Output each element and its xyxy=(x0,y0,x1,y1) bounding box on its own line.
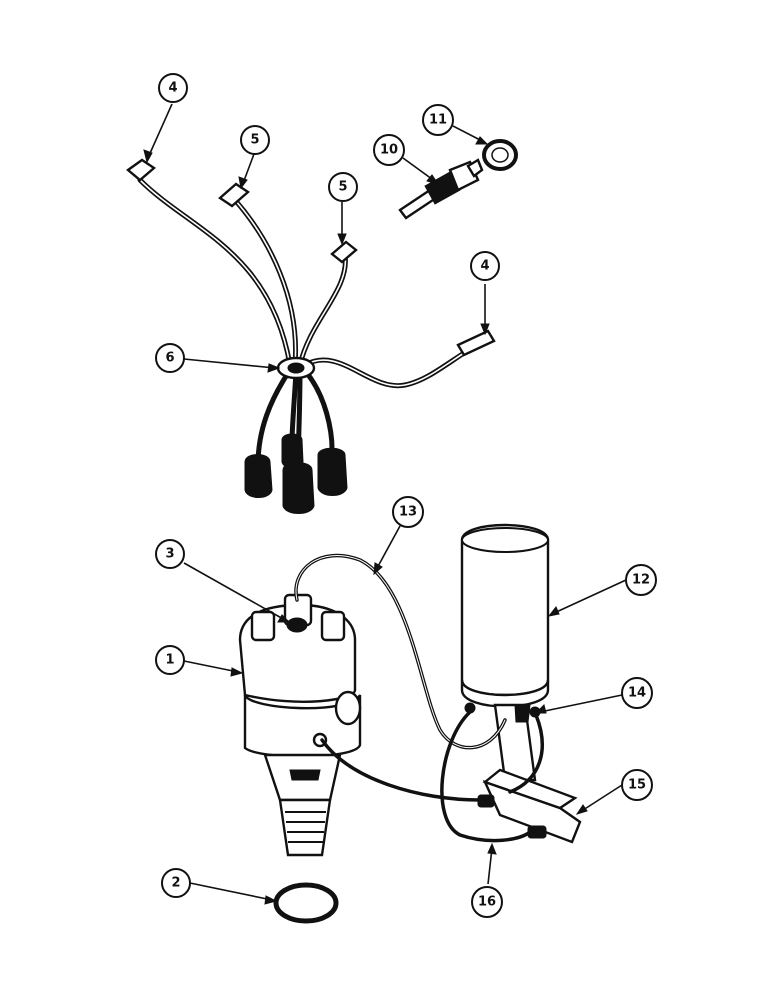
spark-plug-gasket xyxy=(482,139,518,171)
svg-text:4: 4 xyxy=(168,81,177,96)
svg-text:12: 12 xyxy=(632,573,650,588)
svg-text:5: 5 xyxy=(338,180,347,195)
ballast-resistor xyxy=(477,768,582,844)
coil-terminal-14 xyxy=(514,704,531,723)
ignition-wires xyxy=(294,553,544,843)
distributor-boot xyxy=(282,462,315,514)
callout-13: 13 xyxy=(392,496,424,528)
callout-3: 3 xyxy=(155,539,185,569)
svg-text:1: 1 xyxy=(165,653,174,668)
svg-text:6: 6 xyxy=(165,351,174,366)
callout-4-right: 4 xyxy=(470,251,500,281)
center-terminal-3 xyxy=(286,617,308,633)
terminal-5-right xyxy=(330,240,358,264)
svg-text:11: 11 xyxy=(429,113,447,128)
callout-2: 2 xyxy=(161,868,191,898)
callout-5-right: 5 xyxy=(328,172,358,202)
spark-plug-wire-harness xyxy=(126,158,496,514)
svg-text:14: 14 xyxy=(628,686,646,701)
callout-4-top-left: 4 xyxy=(158,73,188,103)
spark-plug xyxy=(398,158,484,220)
svg-text:4: 4 xyxy=(480,259,489,274)
ignition-coil xyxy=(460,523,550,782)
terminal-5-left xyxy=(218,182,250,208)
svg-text:10: 10 xyxy=(380,143,398,158)
terminal-4-right xyxy=(456,329,496,357)
distributor-boot xyxy=(244,454,273,498)
callout-12: 12 xyxy=(625,564,657,596)
svg-text:2: 2 xyxy=(171,876,180,891)
svg-text:15: 15 xyxy=(628,778,646,793)
callout-15: 15 xyxy=(621,769,653,801)
callout-1: 1 xyxy=(155,645,185,675)
distributor-o-ring xyxy=(273,882,339,924)
svg-text:16: 16 xyxy=(478,895,496,910)
svg-text:3: 3 xyxy=(165,547,174,562)
callout-11: 11 xyxy=(422,104,454,136)
svg-text:13: 13 xyxy=(399,505,417,520)
distributor xyxy=(238,593,362,857)
callout-10: 10 xyxy=(373,134,405,166)
callout-16: 16 xyxy=(471,886,503,918)
callout-14: 14 xyxy=(621,677,653,709)
callout-5-left: 5 xyxy=(240,125,270,155)
leader-lines xyxy=(143,103,627,905)
callout-6: 6 xyxy=(155,343,185,373)
svg-text:5: 5 xyxy=(250,133,259,148)
terminal-4-left xyxy=(126,158,156,182)
distributor-boot xyxy=(317,447,348,496)
